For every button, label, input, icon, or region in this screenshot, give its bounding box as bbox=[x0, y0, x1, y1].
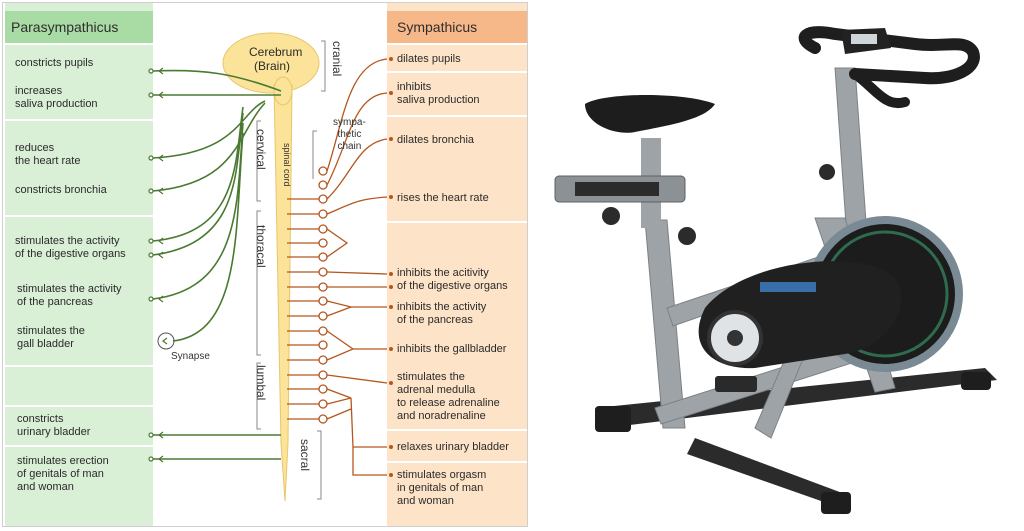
spinal-cord-label: spinal cord bbox=[282, 143, 292, 187]
symp-label-gallbladder: inhibits the gallbladder bbox=[397, 343, 507, 355]
pedal bbox=[715, 376, 757, 392]
foot-cap bbox=[961, 372, 991, 390]
parasympathetic-header: Parasympathicus bbox=[5, 11, 153, 43]
brain-label: Cerebrum (Brain) bbox=[249, 45, 303, 73]
sympathetic-header: Sympathicus bbox=[387, 11, 527, 43]
adjust-knob bbox=[678, 227, 696, 245]
sympathetic-ganglia bbox=[318, 166, 328, 424]
divider bbox=[5, 405, 153, 407]
divider bbox=[387, 429, 527, 431]
parasympathetic-terminals bbox=[148, 68, 154, 462]
brand-decal bbox=[760, 282, 816, 292]
divider bbox=[5, 365, 153, 367]
synapse-label: Synapse bbox=[171, 351, 210, 362]
divider bbox=[387, 43, 527, 45]
symp-label-digestive: inhibits the acitivity of the digestive … bbox=[397, 267, 508, 292]
symp-label-pancreas: inhibits the activity of the pancreas bbox=[397, 301, 487, 326]
parasympathetic-pathways bbox=[152, 69, 282, 460]
divider bbox=[387, 221, 527, 223]
exercise-bike-illustration bbox=[554, 26, 997, 514]
para-label-genitals: stimulates erection of genitals of man a… bbox=[17, 455, 109, 493]
region-sacral: sacral bbox=[298, 439, 312, 472]
divider bbox=[387, 115, 527, 117]
nerve-pathways bbox=[148, 32, 393, 502]
front-stabilizer bbox=[687, 438, 845, 508]
crank-hub bbox=[727, 330, 743, 346]
handlebar bbox=[798, 26, 980, 85]
divider bbox=[5, 43, 153, 45]
symp-label-heart: rises the heart rate bbox=[397, 192, 489, 204]
region-brackets bbox=[256, 40, 326, 500]
saddle bbox=[585, 95, 715, 133]
para-label-gallbladder: stimulates the gall bladder bbox=[17, 325, 85, 350]
symp-label-bronchia: dilates bronchia bbox=[397, 134, 475, 146]
region-thoracal: thoracal bbox=[254, 225, 268, 268]
seat-slider-rail bbox=[575, 182, 659, 196]
para-label-digestive: stimulates the activity of the digestive… bbox=[15, 235, 126, 260]
divider bbox=[387, 71, 527, 73]
region-cranial: cranial bbox=[330, 41, 344, 77]
divider bbox=[5, 445, 153, 447]
parasympathetic-column bbox=[5, 3, 153, 526]
handlebar-grip bbox=[850, 69, 910, 109]
foot-cap bbox=[595, 406, 631, 432]
nervous-system-diagram: Parasympathicus Sympathicus bbox=[2, 2, 528, 527]
symp-label-urinary: relaxes urinary bladder bbox=[397, 441, 509, 453]
resistance-knob bbox=[819, 164, 835, 180]
sympathetic-pathways bbox=[287, 58, 388, 476]
divider bbox=[387, 461, 527, 463]
brain-shape bbox=[222, 32, 320, 94]
sympathetic-terminals bbox=[389, 57, 393, 477]
symp-label-saliva: inhibits saliva production bbox=[397, 81, 480, 106]
region-lumbal: lumbal bbox=[254, 365, 268, 401]
para-label-heart: reduces the heart rate bbox=[15, 142, 81, 167]
region-cervical: cervical bbox=[254, 129, 268, 170]
para-label-pancreas: stimulates the activity of the pancreas bbox=[17, 283, 122, 308]
symp-label-orgasm: stimulates orgasm in genitals of man and… bbox=[397, 469, 487, 507]
para-label-urinary: constricts urinary bladder bbox=[17, 413, 91, 438]
sympathetic-column bbox=[387, 3, 527, 526]
symp-label-pupils: dilates pupils bbox=[397, 53, 461, 65]
divider bbox=[5, 119, 153, 121]
symp-label-adrenal: stimulates the adrenal medulla to releas… bbox=[397, 371, 500, 422]
para-label-saliva: increases saliva production bbox=[15, 85, 98, 110]
synapse-circle bbox=[157, 332, 175, 350]
divider bbox=[5, 215, 153, 217]
console-screen bbox=[851, 34, 877, 44]
seat-knob bbox=[602, 207, 620, 225]
para-label-bronchia: constricts bronchia bbox=[15, 184, 107, 196]
para-label-pupils: constricts pupils bbox=[15, 57, 94, 69]
sympathetic-chain-label: sympa- thetic chain bbox=[333, 117, 366, 152]
parasympathetic-arrowheads bbox=[158, 67, 168, 463]
brainstem-shape bbox=[273, 76, 293, 106]
foot-cap bbox=[821, 492, 851, 514]
